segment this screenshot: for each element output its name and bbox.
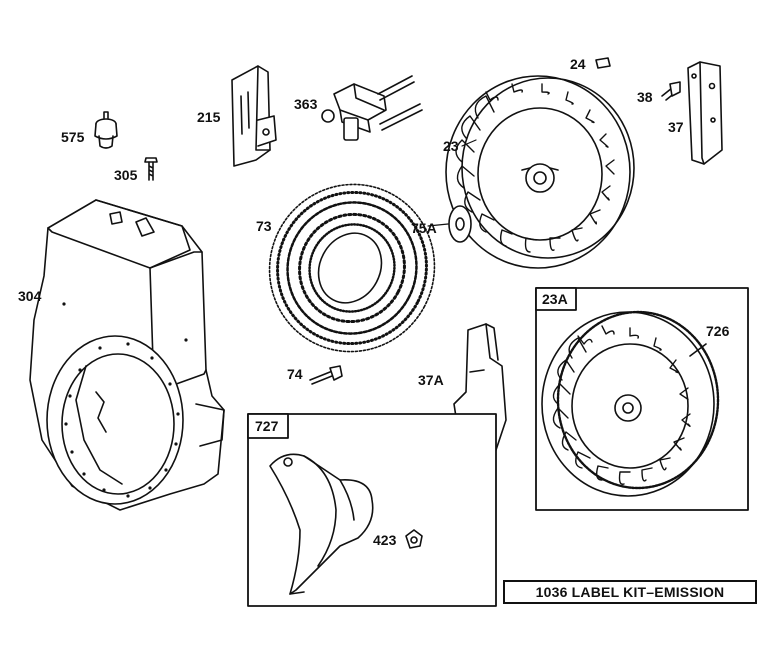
label-305: 305 — [114, 167, 138, 183]
part-423-nut — [405, 529, 423, 549]
kit-label-box: 1036 LABEL KIT–EMISSION — [503, 580, 757, 604]
label-37: 37 — [668, 119, 684, 135]
label-575: 575 — [61, 129, 85, 145]
part-73-screen — [268, 183, 436, 353]
leader-726 — [689, 343, 707, 357]
part-363-armature — [321, 75, 423, 141]
label-75a: 75A — [411, 220, 437, 236]
label-363: 363 — [294, 96, 318, 112]
box-23a — [535, 287, 749, 511]
leader-lines — [427, 139, 477, 227]
label-box-23a: 23A — [542, 291, 568, 307]
label-215: 215 — [197, 109, 221, 125]
label-23: 23 — [443, 138, 459, 154]
part-305-screw — [144, 157, 158, 181]
label-box-727: 727 — [255, 418, 279, 434]
label-38: 38 — [637, 89, 653, 105]
part-23a-flywheel — [541, 310, 720, 497]
label-74: 74 — [287, 366, 303, 382]
kit-label-text: 1036 LABEL KIT–EMISSION — [535, 584, 725, 600]
label-423: 423 — [373, 532, 397, 548]
label-304: 304 — [18, 288, 42, 304]
label-73: 73 — [256, 218, 272, 234]
part-304-blower-housing — [29, 199, 225, 511]
part-24-key — [595, 57, 611, 69]
part-215-bracket — [231, 65, 277, 167]
label-37a: 37A — [418, 372, 444, 388]
label-726: 726 — [706, 323, 730, 339]
label-24: 24 — [570, 56, 586, 72]
part-727-guard — [269, 453, 374, 595]
box-727 — [247, 413, 497, 607]
part-38-screw — [661, 81, 681, 101]
part-74-screw — [309, 365, 343, 385]
part-75a-washer — [448, 205, 472, 243]
part-575-switch — [94, 111, 118, 149]
part-23-flywheel — [445, 75, 635, 269]
part-37-bracket — [687, 61, 723, 165]
